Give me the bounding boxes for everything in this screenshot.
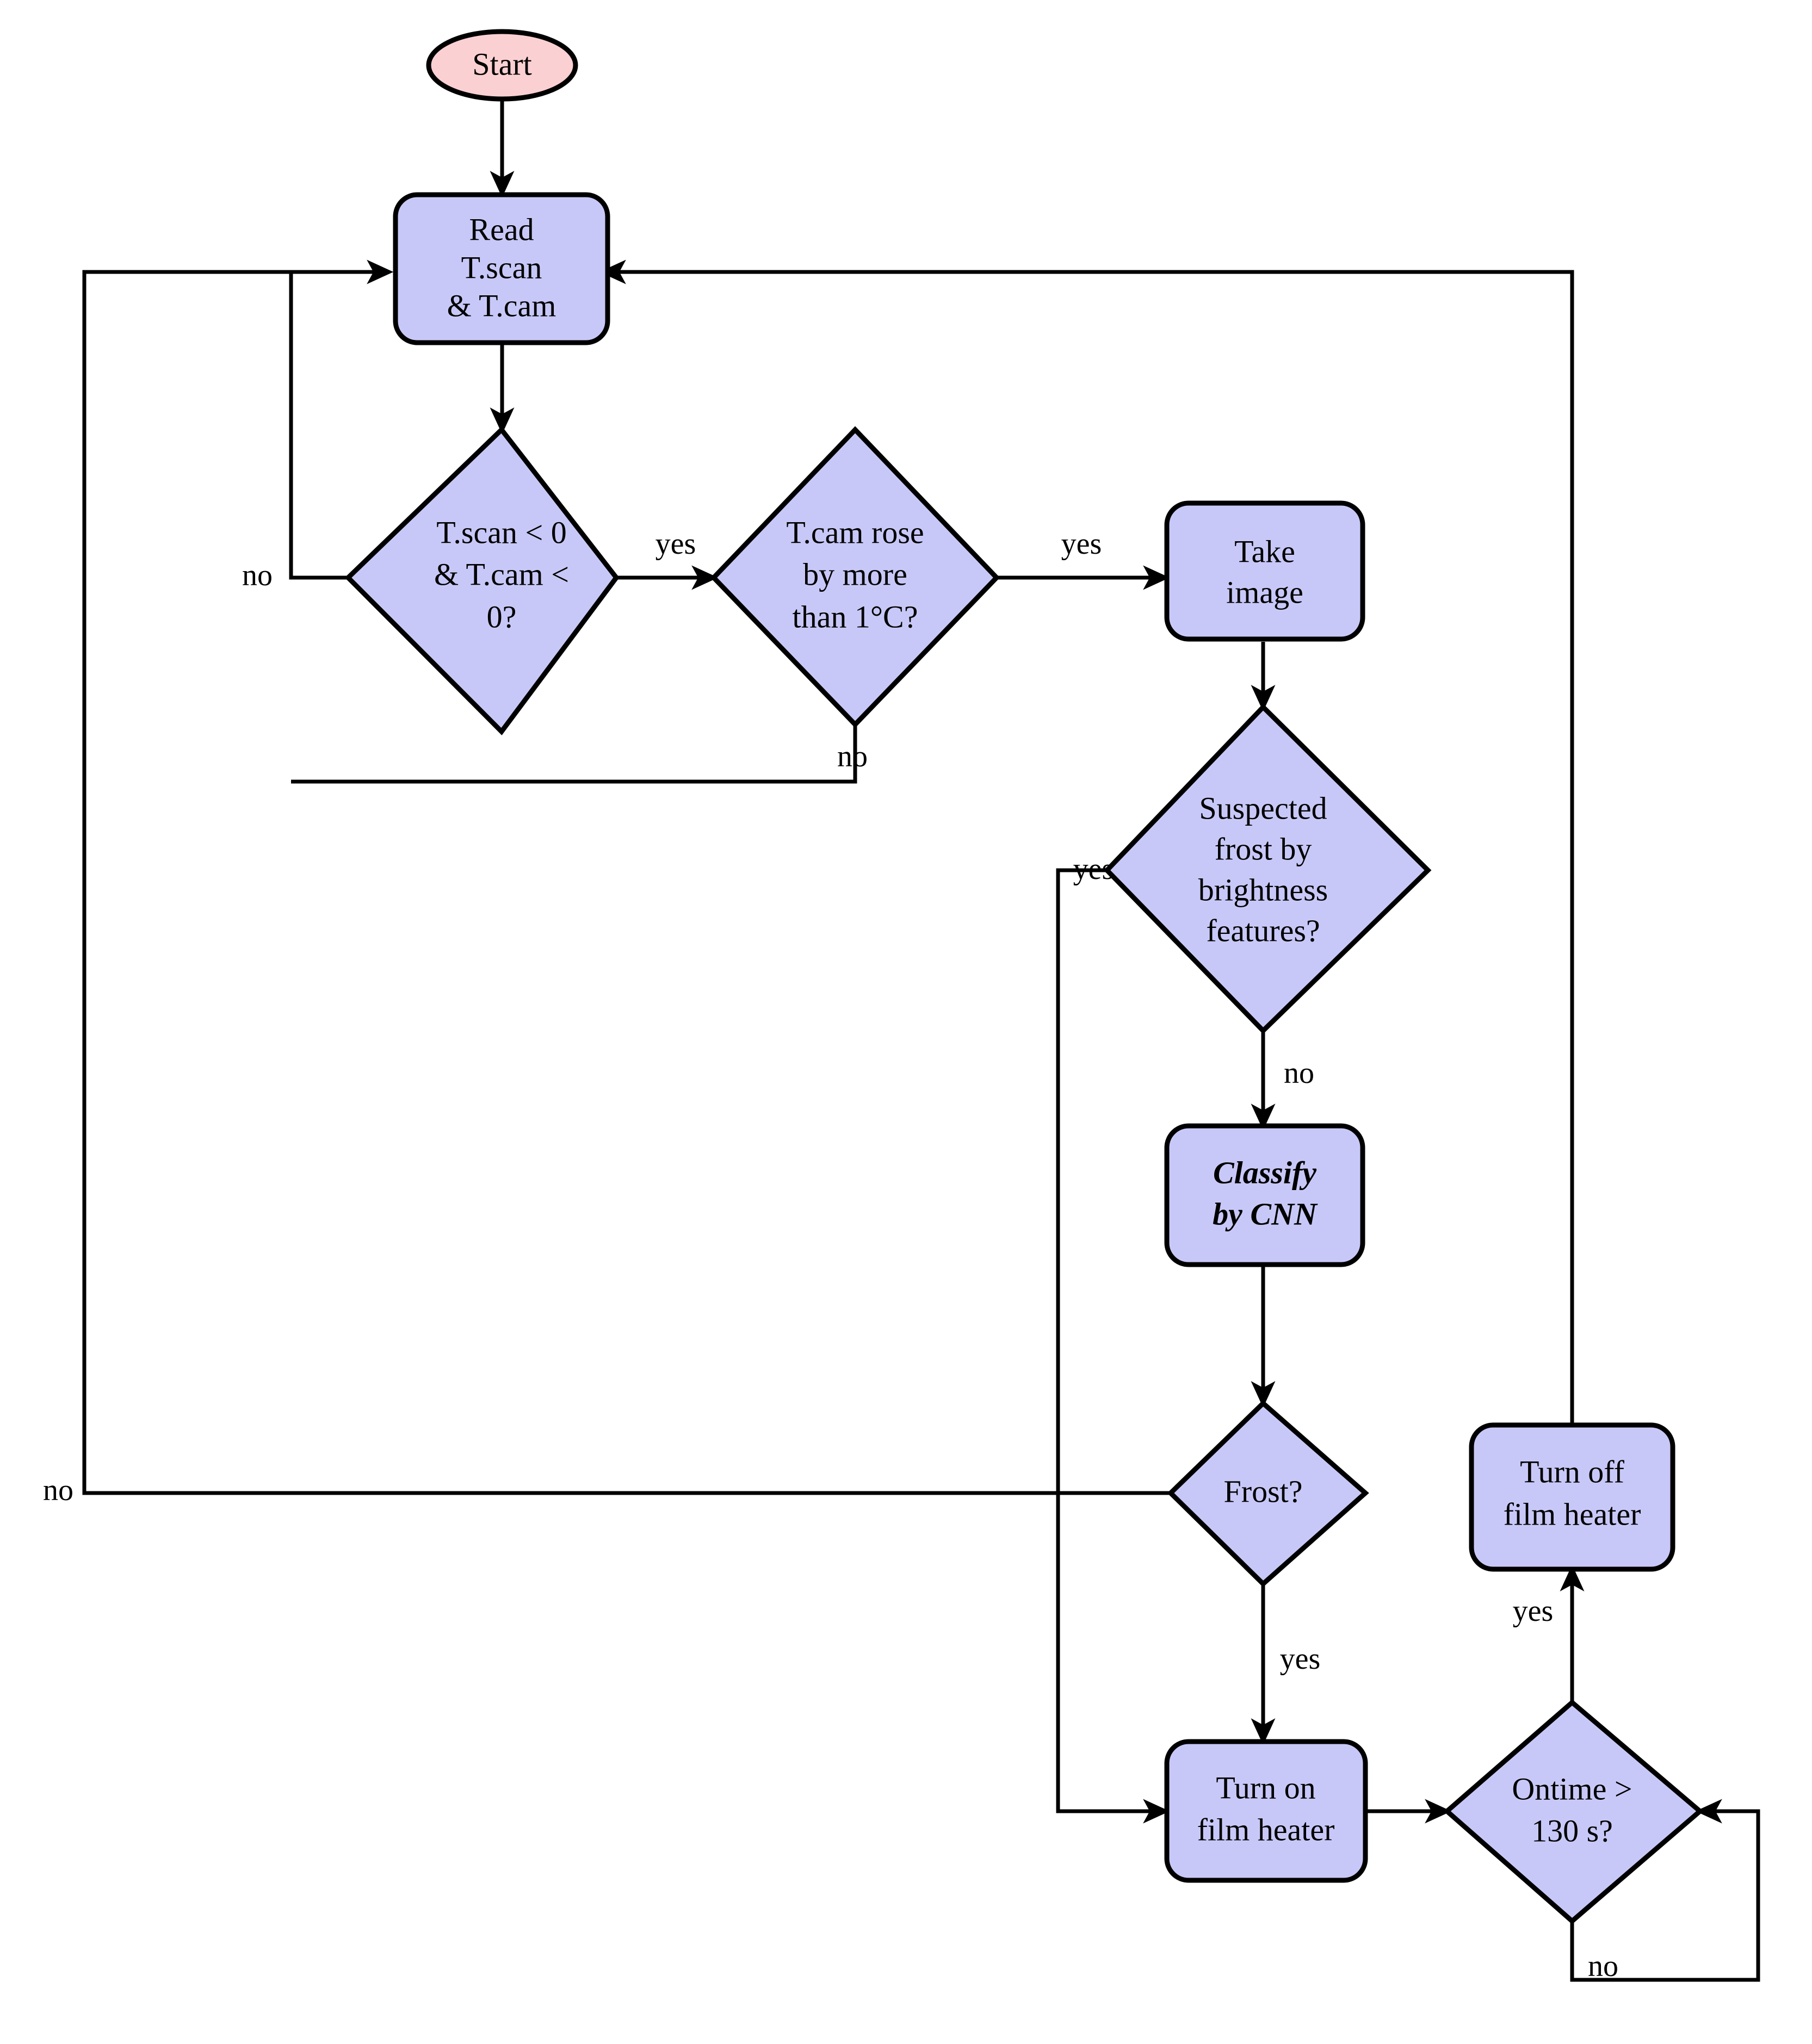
edge-label-suspected-yes: yes — [1073, 852, 1114, 886]
node-turnon-line2: film heater — [1197, 1812, 1335, 1847]
edge-frost-no-loop — [82, 270, 1171, 1495]
node-read-line3: & T.cam — [447, 288, 556, 323]
edge-label-frost-yes: yes — [1280, 1642, 1321, 1676]
node-turnon-line1: Turn on — [1216, 1770, 1315, 1805]
node-tscan-line3: 0? — [487, 599, 517, 634]
edge-label-tcam-yes: yes — [1061, 527, 1102, 561]
node-suspected-line4: features? — [1206, 913, 1320, 948]
edge-label-ontime-no: no — [1588, 1949, 1618, 1983]
node-frost-label: Frost? — [1224, 1473, 1303, 1509]
node-turn-off-film-heater[interactable]: Turn off film heater — [1469, 1422, 1675, 1572]
node-read[interactable]: Read T.scan & T.cam — [393, 192, 610, 345]
node-turnoff-line1: Turn off — [1520, 1454, 1624, 1489]
edge-label-suspected-no: no — [1284, 1056, 1314, 1090]
node-suspected-line2: frost by — [1215, 831, 1312, 866]
edge-label-ontime-yes: yes — [1513, 1594, 1554, 1628]
edge-label-frost-no: no — [43, 1473, 73, 1507]
node-tscan-line1: T.scan < 0 — [436, 515, 566, 550]
node-ontime-line2: 130 s? — [1531, 1813, 1613, 1848]
edge-suspected-yes-to-turnon — [1056, 868, 1170, 1824]
node-tcam-line2: by more — [803, 556, 907, 592]
node-frost-decision[interactable]: Frost? — [1167, 1399, 1369, 1588]
node-take-image[interactable]: Take image — [1164, 500, 1365, 642]
node-tcam-decision[interactable]: T.cam rose by more than 1°C? — [710, 426, 1000, 728]
node-read-line2: T.scan — [461, 250, 542, 285]
node-start[interactable]: Start — [426, 29, 578, 102]
node-take-image-line1: Take — [1234, 534, 1295, 569]
node-read-line1: Read — [469, 212, 534, 247]
node-suspected-line3: brightness — [1198, 872, 1328, 907]
node-turnoff-line2: film heater — [1504, 1496, 1641, 1532]
node-suspected-frost-decision[interactable]: Suspected frost by brightness features? — [1103, 703, 1432, 1035]
edge-label-tscan-no: no — [242, 559, 273, 592]
node-suspected-line1: Suspected — [1199, 790, 1327, 826]
edge-tcam-no-loop — [291, 723, 857, 784]
edge-turnoff-to-read — [599, 259, 1574, 1425]
node-tcam-line1: T.cam rose — [786, 515, 924, 550]
edge-ontime-no-loop — [1570, 1799, 1760, 1982]
node-classify-line2: by CNN — [1213, 1196, 1318, 1231]
node-tscan-decision[interactable]: T.scan < 0 & T.cam < 0? — [344, 426, 620, 735]
node-ontime-line1: Ontime > — [1512, 1771, 1632, 1806]
node-tcam-line3: than 1°C? — [793, 599, 918, 634]
node-tscan-line2: & T.cam < — [434, 556, 569, 592]
node-classify-cnn[interactable]: Classify by CNN — [1164, 1123, 1365, 1267]
node-ontime-decision[interactable]: Ontime > 130 s? — [1443, 1699, 1704, 1924]
node-classify-line1: Classify — [1213, 1155, 1316, 1190]
node-take-image-line2: image — [1226, 574, 1303, 610]
edge-label-tscan-yes: yes — [655, 527, 696, 561]
edge-label-tcam-no: no — [837, 740, 868, 773]
edge-tscan-no-loop — [289, 272, 348, 580]
node-start-label: Start — [472, 46, 532, 82]
node-turn-on-film-heater[interactable]: Turn on film heater — [1164, 1739, 1368, 1883]
